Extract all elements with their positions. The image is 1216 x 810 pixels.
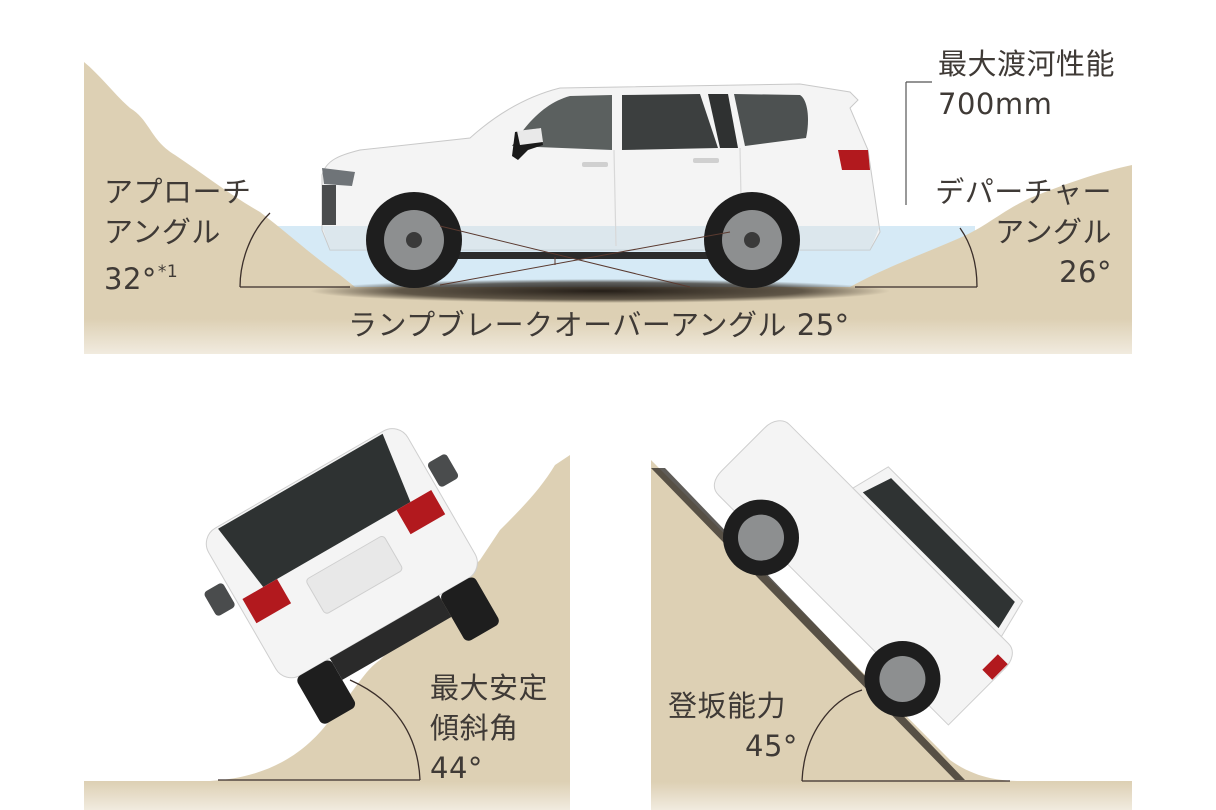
departure-angle-indicator — [855, 227, 978, 288]
climbing-slope-terrain — [651, 460, 1132, 810]
departure-angle-label: デパーチャー アングル 26° — [935, 172, 1112, 292]
top-panel-graphic — [84, 62, 1132, 354]
approach-angle-label: アプローチ アングル 32°*1 — [104, 175, 252, 296]
wading-depth-value: 700mm — [938, 87, 1053, 121]
max-stable-tilt-label: 最大安定 傾斜角 44° — [430, 668, 548, 788]
max-stable-tilt-value: 44° — [430, 751, 483, 785]
climbing-angle-indicator — [801, 689, 1010, 782]
breakover-line-b — [439, 231, 731, 286]
vehicle-side-view — [321, 83, 881, 288]
front-wheel — [366, 192, 462, 288]
sand-terrain — [84, 62, 1132, 354]
footnote-marker: *1 — [157, 262, 179, 282]
climbing-ability-value: 45° — [745, 729, 798, 763]
vehicle-rear-view — [204, 428, 499, 724]
approach-angle-indicator — [239, 212, 350, 288]
wading-depth-label: 最大渡河性能 700mm — [938, 44, 1115, 124]
rear-wheel — [704, 192, 800, 288]
climbing-panel-graphic — [651, 420, 1132, 810]
side-slope-angle-indicator — [218, 679, 421, 781]
departure-angle-value: 26° — [1059, 255, 1112, 289]
breakover-line-a — [439, 225, 691, 288]
approach-angle-value: 32° — [104, 262, 157, 296]
side-slope-terrain — [84, 455, 570, 810]
side-slope-panel-graphic — [84, 428, 570, 810]
vehicle-climbing-view — [713, 420, 1024, 726]
wading-depth-bracket — [905, 81, 932, 205]
ramp-breakover-label: ランプブレークオーバーアングル 25° — [348, 308, 850, 342]
climbing-ability-label: 登坂能力 — [668, 689, 787, 723]
